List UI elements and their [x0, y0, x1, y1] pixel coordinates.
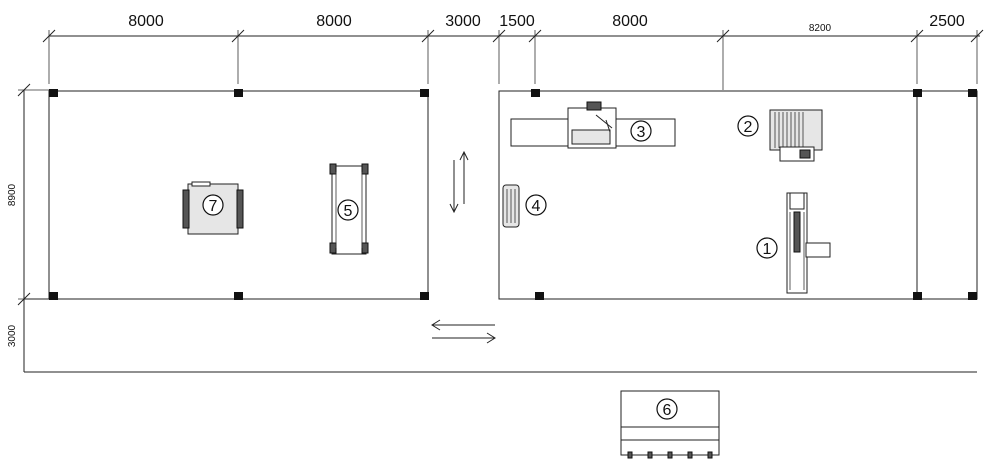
dim-label-aisle-width: 3000 [7, 324, 18, 347]
column [234, 292, 243, 300]
equipment-4-marker [525, 194, 547, 216]
tick-mark [492, 29, 506, 43]
building-outlines [24, 90, 978, 373]
dim-label-bay-2: 8000 [316, 13, 352, 30]
equipment-4: 4 [502, 184, 547, 228]
equipment-7: 7 [182, 181, 244, 235]
left-dimension-chain: 8900 3000 [7, 83, 50, 372]
column [420, 89, 429, 97]
equipment-5-marker [337, 199, 359, 221]
equipment-5: 5 [329, 163, 369, 255]
dim-label-bay-3: 8000 [612, 13, 648, 30]
equipment-6-marker [656, 398, 678, 420]
equipment-6-number: 6 [663, 402, 672, 419]
tick-mark [231, 29, 245, 43]
tick-mark [910, 29, 924, 43]
right-building [498, 90, 978, 300]
equipment-3-number: 3 [637, 124, 646, 141]
equipment-2-number: 2 [744, 119, 753, 136]
equipment-2-marker [737, 115, 759, 137]
tick-mark [17, 83, 31, 97]
dim-label-bay-4: 8200 [809, 23, 832, 34]
flow-arrows [431, 150, 496, 344]
tick-mark [421, 29, 435, 43]
column [234, 89, 243, 97]
equipment-1: 1 [756, 192, 831, 294]
column [968, 292, 977, 300]
column [531, 89, 540, 97]
dim-label-bay-5: 2500 [929, 13, 965, 30]
horizontal-flow-arrows [431, 319, 496, 344]
dim-label-offset: 1500 [499, 13, 535, 30]
tick-mark [970, 29, 984, 43]
equipment-2: 2 [737, 109, 823, 162]
dim-label-height: 8900 [7, 183, 18, 206]
equipment-7-marker [202, 194, 224, 216]
column [913, 292, 922, 300]
column [535, 292, 544, 300]
top-dimension-chain: 8000 8000 3000 1500 8000 8200 2500 [42, 13, 984, 90]
dim-label-aisle: 3000 [445, 13, 481, 30]
column [49, 89, 58, 97]
tick-mark [42, 29, 56, 43]
equipment-3-marker [630, 120, 652, 142]
equipment-1-number: 1 [763, 241, 772, 258]
equipment-3: 3 [510, 101, 676, 149]
tick-mark [716, 29, 730, 43]
dim-label-bay-1: 8000 [128, 13, 164, 30]
equipment-6: 6 [620, 390, 720, 459]
column [420, 292, 429, 300]
equipment-1-marker [756, 237, 778, 259]
equipment-5-number: 5 [344, 203, 353, 220]
column [49, 292, 58, 300]
building-columns [49, 89, 977, 300]
equipment-4-number: 4 [532, 198, 541, 215]
tick-mark [528, 29, 542, 43]
vertical-flow-arrows [449, 150, 469, 214]
column [968, 89, 977, 97]
equipment-7-number: 7 [209, 198, 218, 215]
column [913, 89, 922, 97]
